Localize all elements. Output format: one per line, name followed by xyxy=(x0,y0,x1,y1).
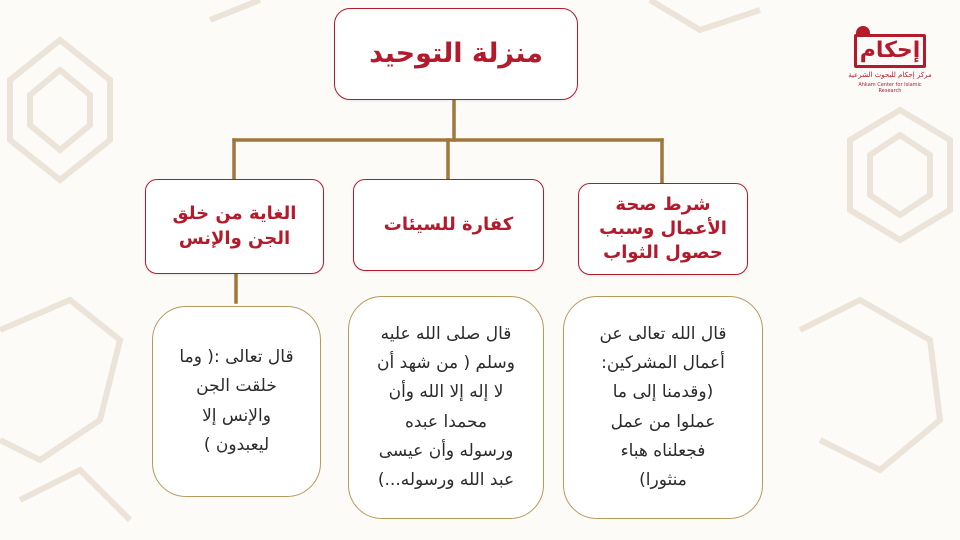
dome-icon xyxy=(856,26,870,35)
branch-node-condition-of-deeds: شرط صحة الأعمال وسبب حصول الثواب xyxy=(578,183,748,275)
branch-label-line: الغاية من خلق xyxy=(172,203,297,225)
quote-box-expiation: قال صلى الله عليه وسلم ( من شهد أن لا إل… xyxy=(348,296,544,519)
quote-text: قال صلى الله عليه وسلم ( من شهد أن لا إل… xyxy=(377,323,515,490)
branch-label-line: الجن والإنس xyxy=(178,227,291,249)
branch-label-line: الأعمال وسبب xyxy=(599,217,727,239)
branch-label-line: شرط صحة xyxy=(615,193,711,215)
quote-text: قال تعالى :( وما خلقت الجن والإنس إلا لي… xyxy=(179,347,294,455)
brand-logo: إحكام مركز إحكام للبحوث الشرعية Ahkam Ce… xyxy=(848,26,932,96)
logo-subtitle-en: Ahkam Center for Islamic Research xyxy=(858,82,922,94)
root-node-tawhid: منزلة التوحيد xyxy=(334,8,578,100)
quote-box-purpose-of-creation: قال تعالى :( وما خلقت الجن والإنس إلا لي… xyxy=(152,306,321,497)
quote-text: قال الله تعالى عن أعمال المشركين: (وقدمن… xyxy=(599,323,727,490)
logo-wordmark: إحكام xyxy=(854,34,926,68)
branch-node-purpose-of-creation: الغاية من خلق الجن والإنس xyxy=(145,179,324,274)
logo-subtitle: مركز إحكام للبحوث الشرعية xyxy=(848,71,932,79)
branch-node-expiation: كفارة للسيئات xyxy=(353,179,544,271)
branch-label-line: حصول الثواب xyxy=(603,242,723,264)
root-label: منزلة التوحيد xyxy=(369,37,543,69)
branch-label-line: كفارة للسيئات xyxy=(383,213,514,235)
quote-box-condition-of-deeds: قال الله تعالى عن أعمال المشركين: (وقدمن… xyxy=(563,296,763,519)
